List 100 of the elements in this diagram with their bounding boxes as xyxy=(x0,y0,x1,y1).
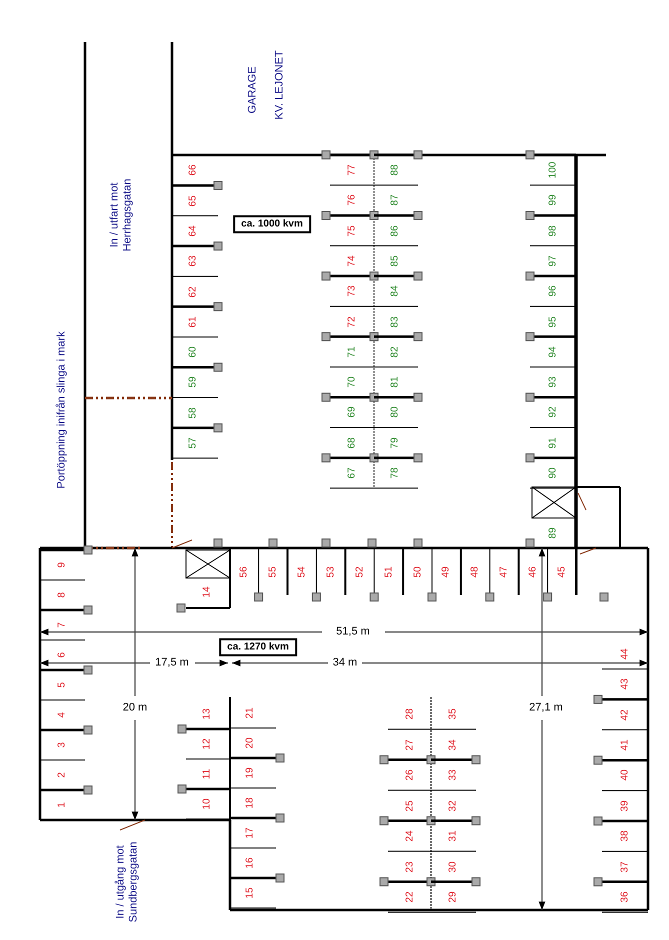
parking-space-number: 82 xyxy=(389,346,401,358)
parking-space-number: 9 xyxy=(56,562,68,568)
parking-space-number: 56 xyxy=(238,566,250,578)
parking-space-number: 59 xyxy=(187,376,199,388)
building-label: GARAGE xyxy=(246,66,260,114)
parking-space-number: 48 xyxy=(470,566,482,578)
parking-space-number: 77 xyxy=(346,164,358,176)
parking-space-number: 79 xyxy=(389,437,401,448)
parking-space-number: 76 xyxy=(346,194,358,206)
parking-space-number: 91 xyxy=(547,437,559,448)
parking-space-number: 37 xyxy=(619,861,631,872)
parking-space-number: 100 xyxy=(547,162,559,178)
area-label: ca. 1270 kvm xyxy=(219,638,297,656)
parking-space-number: 65 xyxy=(187,195,199,206)
parking-space-number: 16 xyxy=(244,857,256,869)
parking-space-number: 18 xyxy=(244,797,256,809)
parking-space-number: 10 xyxy=(201,798,213,810)
parking-space-number: 62 xyxy=(187,286,199,298)
parking-space-number: 81 xyxy=(389,376,401,388)
parking-space-number: 75 xyxy=(346,225,358,236)
parking-space-number: 39 xyxy=(619,800,631,812)
parking-space-number: 74 xyxy=(346,255,358,266)
parking-space-number: 96 xyxy=(547,286,559,297)
parking-space-number: 49 xyxy=(440,566,452,578)
parking-space-number: 87 xyxy=(389,194,401,206)
parking-space-number: 33 xyxy=(447,769,459,781)
building-label: KV. LEJONET xyxy=(274,50,286,120)
parking-space-number: 38 xyxy=(619,830,631,842)
parking-space-number: 54 xyxy=(296,566,308,578)
parking-space-number: 19 xyxy=(244,767,256,779)
parking-space-number: 61 xyxy=(187,316,199,328)
parking-space-number: 71 xyxy=(346,346,358,358)
parking-space-number: 8 xyxy=(56,592,68,598)
parking-space-number: 23 xyxy=(404,860,416,872)
parking-space-number: 58 xyxy=(187,407,199,418)
parking-space-number: 80 xyxy=(389,406,401,418)
parking-space-number: 6 xyxy=(56,652,68,658)
parking-space-number: 99 xyxy=(547,194,559,206)
parking-space-number: 92 xyxy=(547,406,559,418)
parking-space-number: 22 xyxy=(404,891,416,903)
parking-space-number: 95 xyxy=(547,316,559,328)
parking-space-number: 21 xyxy=(244,707,256,719)
parking-space-number: 31 xyxy=(447,830,459,842)
dimension-label: 34 m xyxy=(332,656,358,670)
dimension-label: 17,5 m xyxy=(155,656,189,670)
parking-space-number: 26 xyxy=(404,769,416,781)
parking-space-number: 47 xyxy=(498,566,510,578)
parking-space-number: 70 xyxy=(346,376,358,388)
dimension-label: 20 m xyxy=(122,702,148,714)
parking-space-number: 69 xyxy=(346,406,358,418)
parking-space-number: 57 xyxy=(187,437,199,449)
parking-space-number: 67 xyxy=(346,467,358,479)
parking-space-number: 32 xyxy=(447,800,459,812)
parking-space-number: 46 xyxy=(527,566,539,578)
parking-space-number: 72 xyxy=(346,316,358,328)
parking-space-number: 28 xyxy=(404,708,416,720)
parking-space-number: 1 xyxy=(56,802,68,808)
parking-space-number: 83 xyxy=(389,316,401,328)
parking-space-number: 41 xyxy=(619,739,631,751)
parking-space-number: 36 xyxy=(619,891,631,903)
parking-space-number: 34 xyxy=(447,738,459,750)
parking-space-number: 4 xyxy=(56,712,68,718)
dimension-label: 27,1 m xyxy=(529,702,563,714)
parking-space-number: 94 xyxy=(547,346,559,358)
parking-space-number: 15 xyxy=(244,887,256,899)
parking-space-number: 35 xyxy=(447,708,459,720)
parking-space-number: 45 xyxy=(556,566,568,578)
parking-space-number: 3 xyxy=(56,742,68,748)
parking-space-number: 24 xyxy=(404,830,416,842)
parking-space-number: 68 xyxy=(346,437,358,448)
parking-space-number: 50 xyxy=(412,566,424,578)
parking-space-number: 25 xyxy=(404,800,416,812)
area-label: ca. 1000 kvm xyxy=(233,215,311,233)
parking-space-number: 13 xyxy=(201,708,213,720)
parking-space-number: 60 xyxy=(187,346,199,358)
parking-space-number: 97 xyxy=(547,255,559,266)
dimension-label: 51,5 m xyxy=(336,626,370,638)
parking-space-number: 43 xyxy=(619,678,631,690)
parking-space-number: 52 xyxy=(354,566,366,578)
parking-space-number: 11 xyxy=(201,768,213,780)
parking-space-number: 7 xyxy=(56,622,68,628)
parking-space-number: 44 xyxy=(619,648,631,660)
parking-space-number: 40 xyxy=(619,770,631,781)
parking-space-number: 66 xyxy=(187,164,199,176)
parking-space-number: 55 xyxy=(267,566,279,578)
parking-space-number: 73 xyxy=(346,286,358,297)
parking-space-number: 78 xyxy=(389,467,401,479)
parking-space-number: 84 xyxy=(389,286,401,297)
parking-space-number: 42 xyxy=(619,709,631,720)
parking-space-number: 88 xyxy=(389,164,401,176)
parking-space-number: 17 xyxy=(244,827,256,839)
parking-space-number: 85 xyxy=(389,255,401,266)
parking-space-number: 27 xyxy=(404,738,416,750)
parking-space-number: 29 xyxy=(447,891,459,903)
parking-space-number: 89 xyxy=(547,527,559,539)
parking-space-number: 93 xyxy=(547,376,559,388)
parking-space-number: 64 xyxy=(187,225,199,236)
entrance-label: In / utfart mot Herrhagsgatan xyxy=(108,178,134,254)
parking-space-number: 90 xyxy=(547,467,559,479)
parking-space-number: 12 xyxy=(201,738,213,750)
